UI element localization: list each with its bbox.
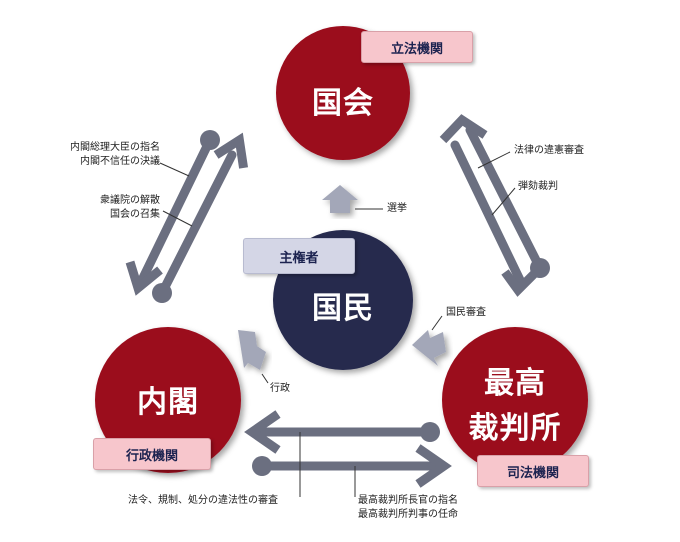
note-justice-appointment: 最高裁判所判事の任命 bbox=[358, 509, 458, 520]
cabinet-tag: 行政機関 bbox=[93, 438, 211, 470]
note-chief-justice: 最高裁判所長官の指名 bbox=[358, 495, 458, 506]
review-arrow bbox=[412, 330, 446, 366]
note-review: 国民審査 bbox=[446, 307, 486, 318]
note-no-confidence: 内閣不信任の決議 bbox=[80, 156, 160, 167]
arrow-court-to-cabinet bbox=[244, 410, 440, 454]
cabinet-circle bbox=[95, 327, 241, 473]
note-pm-nomination: 内閣総理大臣の指名 bbox=[70, 142, 160, 153]
arrow-diet-to-court bbox=[450, 140, 544, 297]
court-label-line2: 裁判所 bbox=[468, 411, 562, 446]
note-administration: 行政 bbox=[270, 383, 290, 394]
note-impeachment: 弾劾裁判 bbox=[518, 181, 558, 192]
arrow-cabinet-to-diet bbox=[152, 132, 249, 303]
diet-tag: 立法機関 bbox=[361, 31, 473, 63]
note-election: 選挙 bbox=[387, 203, 407, 214]
court-circle bbox=[442, 327, 588, 473]
note-court-to-cabinet: 法令、規制、処分の違法性の審査 bbox=[128, 495, 278, 506]
leader-lines bbox=[159, 151, 516, 497]
administration-arrow bbox=[238, 330, 266, 370]
court-label-line1: 最高 bbox=[484, 366, 546, 401]
cabinet-label: 内閣 bbox=[137, 385, 199, 420]
note-judicial-review: 法律の違憲審査 bbox=[514, 145, 584, 156]
arrow-diet-to-cabinet bbox=[125, 130, 220, 296]
note-cabinet-to-diet: 内閣総理大臣の指名 内閣不信任の決議 bbox=[20, 141, 160, 169]
note-diet-to-cabinet: 衆議院の解散 国会の召集 bbox=[20, 194, 160, 222]
note-cabinet-to-court: 最高裁判所長官の指名 最高裁判所判事の任命 bbox=[358, 494, 458, 522]
election-arrow bbox=[322, 185, 358, 213]
diet-label: 国会 bbox=[312, 86, 374, 121]
court-tag: 司法機関 bbox=[477, 455, 589, 487]
arrow-cabinet-to-court bbox=[252, 444, 452, 488]
note-convocation: 国会の召集 bbox=[110, 209, 160, 220]
people-label: 国民 bbox=[312, 291, 374, 326]
people-tag: 主権者 bbox=[243, 238, 355, 274]
note-dissolution: 衆議院の解散 bbox=[100, 195, 160, 206]
